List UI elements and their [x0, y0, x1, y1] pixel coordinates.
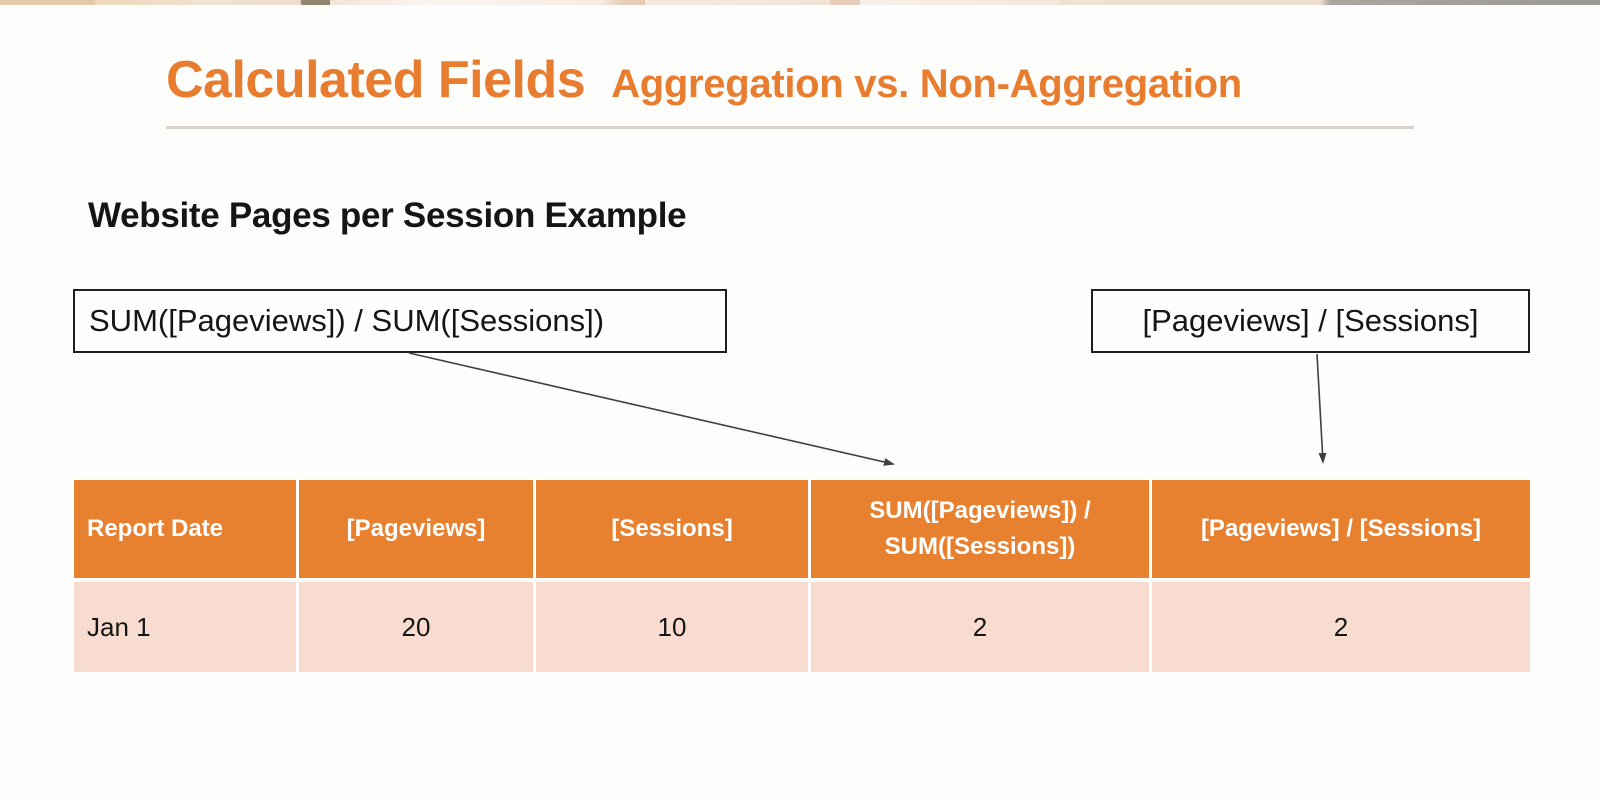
row-cell-pageviews: 20 [299, 582, 533, 672]
non-aggregated-arrow [1316, 353, 1327, 464]
header-cell-report-date: Report Date [74, 480, 296, 578]
slide-subtitle: Aggregation vs. Non-Aggregation [611, 62, 1242, 106]
example-table: Report Date [Pageviews] [Sessions] SUM([… [74, 480, 1530, 672]
slide-title-row: Calculated Fields Aggregation vs. Non-Ag… [166, 51, 1242, 109]
header-cell-aggregated-formula: SUM([Pageviews]) / SUM([Sessions]) [811, 480, 1149, 578]
top-edge-artifact [0, 0, 1600, 5]
title-divider-line [166, 126, 1414, 129]
aggregated-formula-box: SUM([Pageviews]) / SUM([Sessions]) [73, 289, 727, 353]
aggregated-arrow [408, 352, 895, 466]
row-cell-report-date: Jan 1 [74, 582, 296, 672]
header-cell-pageviews: [Pageviews] [299, 480, 533, 578]
non-aggregated-formula-box: [Pageviews] / [Sessions] [1091, 289, 1530, 353]
slide-title: Calculated Fields [166, 51, 586, 109]
non-aggregated-formula-text: [Pageviews] / [Sessions] [1142, 303, 1479, 338]
row-cell-non-aggregated-result: 2 [1152, 582, 1530, 672]
row-cell-aggregated-result: 2 [811, 582, 1149, 672]
row-cell-sessions: 10 [536, 582, 808, 672]
aggregated-formula-text: SUM([Pageviews]) / SUM([Sessions]) [89, 303, 605, 338]
section-heading: Website Pages per Session Example [88, 196, 687, 235]
header-cell-non-aggregated-formula: [Pageviews] / [Sessions] [1152, 480, 1530, 578]
header-cell-sessions: [Sessions] [536, 480, 808, 578]
